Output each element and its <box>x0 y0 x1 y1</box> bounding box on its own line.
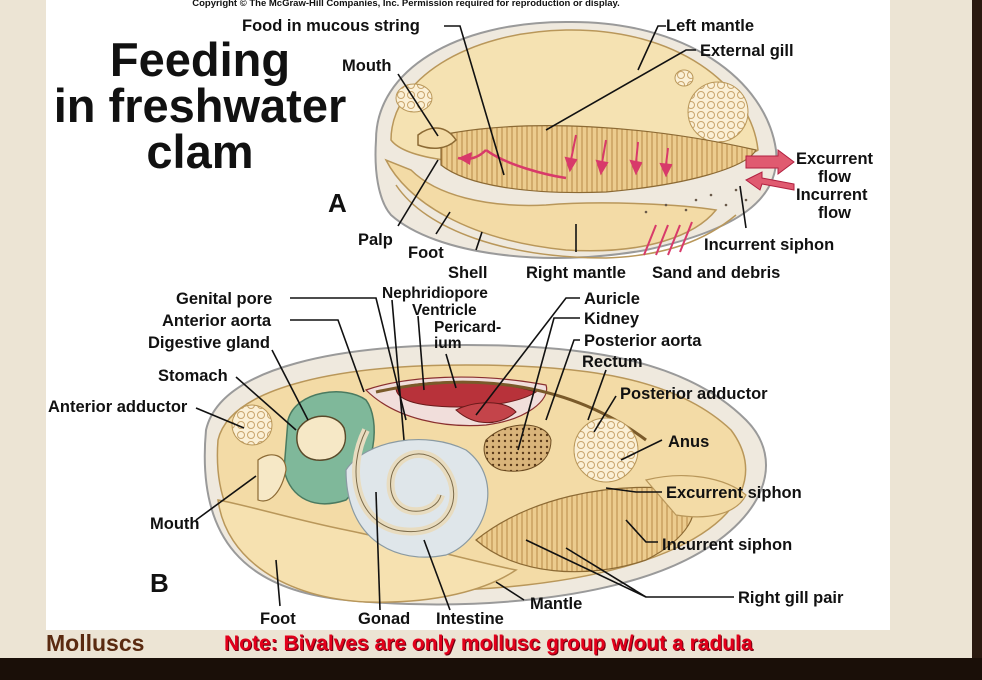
label-food-mucous-string: Food in mucous string <box>242 17 420 35</box>
palp-a <box>417 127 457 150</box>
label-nephridiopore: Nephridiopore <box>382 285 488 302</box>
label-mantle-b: Mantle <box>530 595 582 613</box>
sand-debris-arrows <box>643 221 693 256</box>
foot-b <box>217 499 518 603</box>
label-pericardium-1: Pericard- <box>434 319 501 336</box>
gill-flow-arrows <box>564 134 673 178</box>
label-incurrent-siphon-b: Incurrent siphon <box>662 536 792 554</box>
label-foot-a: Foot <box>408 244 444 262</box>
slide-panel: Copyright © The McGraw-Hill Companies, I… <box>46 0 890 630</box>
label-kidney: Kidney <box>584 310 640 328</box>
copyright-notice: Copyright © The McGraw-Hill Companies, I… <box>192 0 620 9</box>
gill-pair-b <box>475 486 695 573</box>
footer-topic: Molluscs <box>46 630 145 656</box>
title-line-3: clam <box>146 125 253 178</box>
debris-dots <box>644 188 748 214</box>
label-posterior-aorta: Posterior aorta <box>584 332 702 350</box>
mucous-string-arrow <box>485 148 567 180</box>
label-rectum: Rectum <box>582 353 643 371</box>
label-external-gill: External gill <box>700 42 794 60</box>
label-posterior-adductor: Posterior adductor <box>620 385 768 403</box>
panel-b-letter: B <box>150 568 169 598</box>
label-anterior-aorta: Anterior aorta <box>162 312 272 330</box>
label-ventricle: Ventricle <box>412 302 477 319</box>
panel-a-leaders <box>397 25 747 252</box>
right-mantle-edge-a <box>395 184 737 259</box>
label-excurrent-flow-1: Excurrent <box>796 150 874 168</box>
label-sand-debris: Sand and debris <box>652 264 780 282</box>
label-shell: Shell <box>448 264 487 282</box>
label-auricle: Auricle <box>584 290 640 308</box>
label-mouth-b: Mouth <box>150 515 199 533</box>
footer-note: Note: Bivalves are only mollusc group w/… <box>224 632 753 655</box>
stomach-b <box>296 415 347 461</box>
anterior-adductor-b <box>231 404 273 446</box>
label-anus: Anus <box>668 433 709 451</box>
slide-edge <box>972 0 982 658</box>
mantle-scar-small <box>674 69 694 87</box>
foot-body-a <box>384 158 718 252</box>
siphon-b <box>644 475 747 518</box>
panel-b-illustration <box>203 343 767 606</box>
label-intestine: Intestine <box>436 610 504 628</box>
posterior-adductor-b <box>573 417 639 483</box>
kidney-b <box>483 424 552 472</box>
label-excurrent-siphon-b: Excurrent siphon <box>666 484 802 502</box>
label-stomach: Stomach <box>158 367 228 385</box>
label-digestive-gland: Digestive gland <box>148 334 270 352</box>
label-incurrent-flow-1: Incurrent <box>796 186 868 204</box>
label-right-mantle: Right mantle <box>526 264 626 282</box>
auricle-b <box>455 402 517 424</box>
title-line-2: in freshwater <box>54 79 347 132</box>
label-palp: Palp <box>358 231 393 249</box>
label-right-gill-pair: Right gill pair <box>738 589 844 607</box>
label-left-mantle: Left mantle <box>666 17 754 35</box>
mouth-palps-b <box>257 454 287 502</box>
mantle-scar-large <box>687 81 749 143</box>
label-incurrent-flow-2: flow <box>818 204 851 222</box>
title-line-1: Feeding <box>110 33 290 86</box>
panel-b-leaders <box>195 297 734 611</box>
label-mouth-a: Mouth <box>342 57 391 75</box>
label-anterior-adductor: Anterior adductor <box>48 398 188 416</box>
label-pericardium-2: ium <box>434 335 462 352</box>
panel-a-letter: A <box>328 188 347 218</box>
external-gill-a <box>440 125 757 194</box>
label-foot-b: Foot <box>260 610 296 628</box>
siphon-flow-arrows <box>745 149 795 191</box>
clam-figure: Copyright © The McGraw-Hill Companies, I… <box>48 0 874 628</box>
label-incurrent-siphon-a: Incurrent siphon <box>704 236 834 254</box>
label-gonad: Gonad <box>358 610 410 628</box>
bottom-bar <box>0 658 982 680</box>
label-genital-pore: Genital pore <box>176 290 272 308</box>
label-excurrent-flow-2: flow <box>818 168 851 186</box>
